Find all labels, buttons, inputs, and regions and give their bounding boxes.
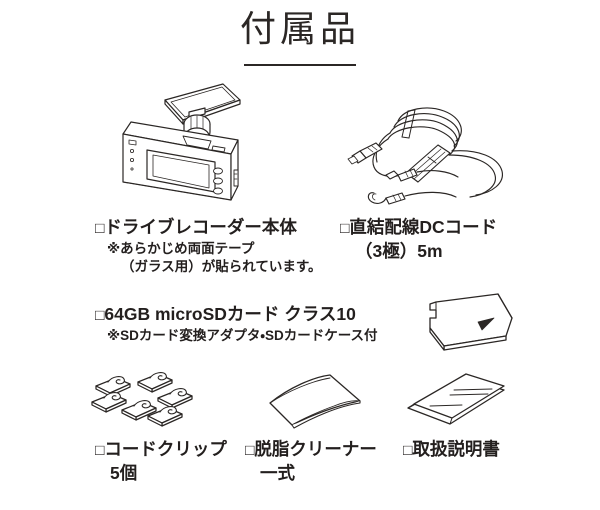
item-drive-recorder-note-2: （ガラス用）が貼られています。 bbox=[121, 259, 322, 274]
checkbox-icon: □ bbox=[95, 307, 105, 324]
checkbox-icon: □ bbox=[245, 442, 255, 459]
item-microsd-card: □64GB microSDカード クラス10 ※SDカード変換アダプタ・SDカー… bbox=[95, 303, 378, 345]
item-dc-cord-label: □直結配線DCコード bbox=[340, 216, 497, 240]
title-divider bbox=[244, 64, 356, 66]
cord-clips-illustration bbox=[91, 371, 214, 434]
dashcam-with-bracket-illustration bbox=[105, 78, 265, 213]
item-microsd-card-note-1: ※SDカード変換アダプタ・SDカードケース付 bbox=[107, 328, 378, 343]
item-cord-clip-text: コードクリップ bbox=[104, 439, 227, 459]
page-header: 付属品 bbox=[0, 6, 600, 66]
item-cord-clip-label: □コードクリップ bbox=[95, 438, 227, 462]
item-degreasing-cleaner-label: □脱脂クリーナー bbox=[245, 438, 377, 462]
item-instruction-manual-text: 取扱説明書 bbox=[412, 439, 500, 459]
checkbox-icon: □ bbox=[95, 220, 105, 237]
microsd-card-illustration bbox=[420, 288, 520, 360]
manual-booklet-illustration bbox=[404, 368, 508, 434]
checkbox-icon: □ bbox=[95, 442, 105, 459]
item-dc-cord: □直結配線DCコード （3極）5m bbox=[340, 216, 497, 262]
checkbox-icon: □ bbox=[403, 442, 413, 459]
item-instruction-manual-label: □取扱説明書 bbox=[403, 438, 500, 462]
item-dc-cord-text: 直結配線DCコード bbox=[349, 217, 498, 237]
item-drive-recorder-label: □ドライブレコーダー本体 bbox=[95, 216, 321, 240]
item-degreasing-cleaner-label-line2: 一式 bbox=[260, 463, 295, 483]
checkbox-icon: □ bbox=[340, 220, 350, 237]
page-title: 付属品 bbox=[239, 8, 360, 49]
item-drive-recorder-text: ドライブレコーダー本体 bbox=[104, 217, 297, 237]
dc-power-cord-illustration bbox=[346, 105, 516, 210]
cleaner-wipe-illustration bbox=[268, 373, 364, 433]
item-drive-recorder: □ドライブレコーダー本体 ※あらかじめ両面テープ （ガラス用）が貼られています。 bbox=[95, 216, 321, 276]
item-dc-cord-label-line2: （3極）5m bbox=[355, 241, 443, 261]
item-degreasing-cleaner: □脱脂クリーナー 一式 bbox=[245, 438, 377, 484]
item-microsd-card-label: □64GB microSDカード クラス10 bbox=[95, 303, 378, 327]
item-microsd-card-text: 64GB microSDカード クラス10 bbox=[104, 304, 356, 324]
item-instruction-manual: □取扱説明書 bbox=[403, 438, 500, 462]
item-degreasing-cleaner-text: 脱脂クリーナー bbox=[254, 439, 377, 459]
item-drive-recorder-note-1: ※あらかじめ両面テープ bbox=[107, 241, 255, 256]
item-cord-clip: □コードクリップ 5個 bbox=[95, 438, 227, 484]
item-cord-clip-label-line2: 5個 bbox=[110, 463, 138, 483]
